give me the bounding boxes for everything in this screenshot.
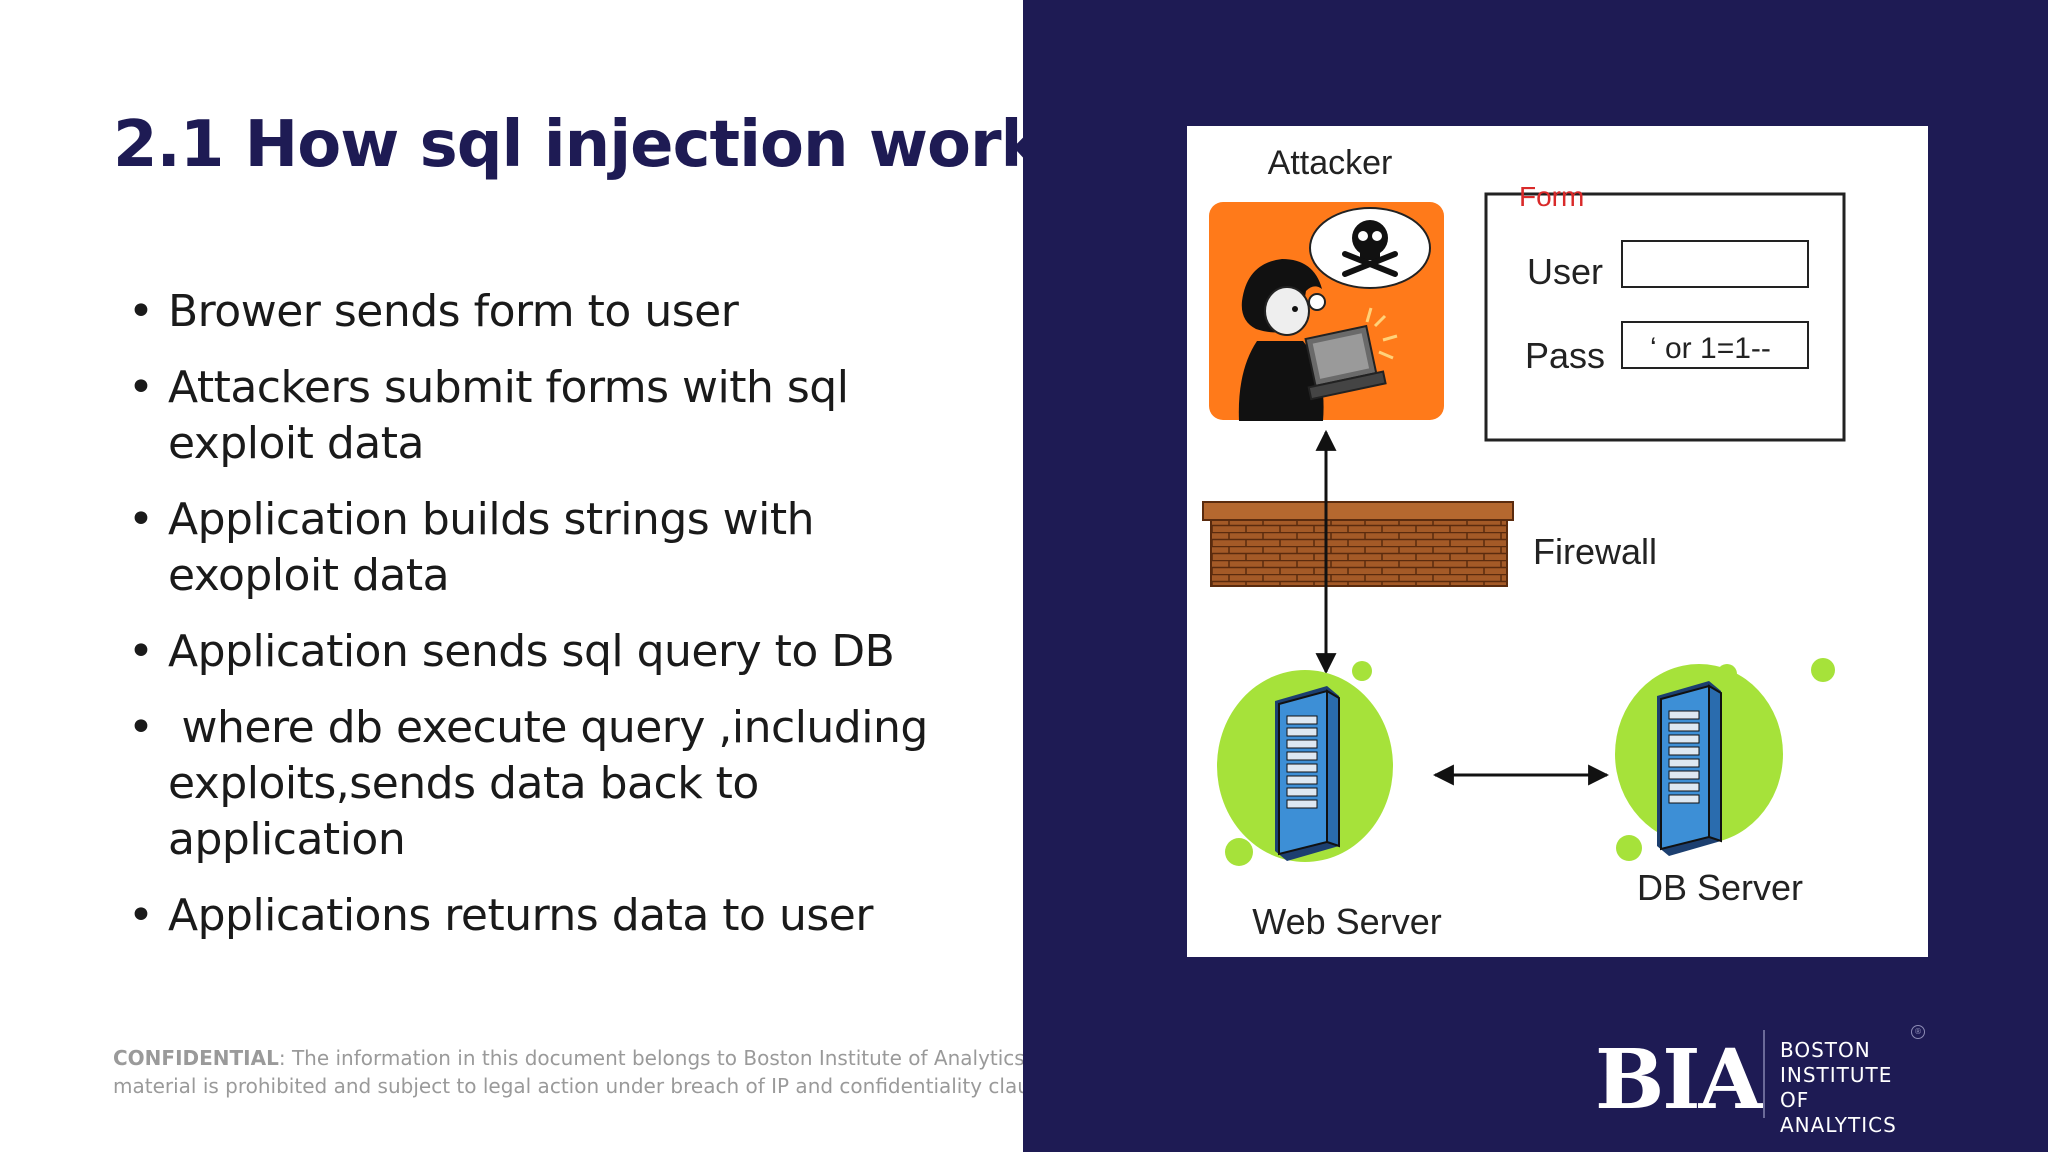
bullet-dot: •	[128, 494, 154, 545]
bullet-item: • where db execute query ,including expl…	[128, 700, 988, 868]
logo-divider	[1763, 1030, 1765, 1118]
bullet-dot: •	[128, 890, 154, 941]
footer-line-1: CONFIDENTIAL: The information in this do…	[113, 1044, 1023, 1072]
footer-line-2: material is prohibited and subject to le…	[113, 1074, 1023, 1098]
form-label: Form	[1519, 181, 1584, 212]
bullet-dot: •	[128, 362, 154, 413]
bullet-text: Application builds strings with exoploit…	[168, 494, 815, 601]
confidential-footer: CONFIDENTIAL: The information in this do…	[113, 1044, 1023, 1100]
content-panel: 2.1 How sql injection works • Brower send…	[0, 0, 1023, 1152]
registered-mark: ®	[1911, 1025, 1925, 1039]
firewall-label: Firewall	[1533, 531, 1657, 572]
web-server-label: Web Server	[1252, 901, 1441, 942]
pass-label: Pass	[1525, 335, 1605, 376]
bullet-text: where db execute query ,including exploi…	[168, 702, 942, 865]
footer-text-1: : The information in this document belon…	[278, 1046, 1023, 1070]
login-form-box	[1484, 192, 1846, 442]
bullet-item: • Application builds strings with exoploi…	[128, 492, 988, 604]
bullet-dot: •	[128, 286, 154, 337]
diagram-canvas: Attacker	[1202, 144, 1846, 942]
db-server-label: DB Server	[1637, 867, 1803, 908]
footer-label: CONFIDENTIAL	[113, 1046, 279, 1070]
logo-wordmark: BOSTON INSTITUTE OF ANALYTICS	[1780, 1038, 1920, 1138]
pass-input	[1621, 321, 1809, 369]
db-server-icon	[1615, 658, 1835, 861]
user-input	[1621, 240, 1809, 288]
web-server-icon	[1217, 661, 1393, 866]
bullet-item: • Applications returns data to user	[128, 888, 988, 944]
bullet-dot: •	[128, 626, 154, 677]
logo-mark: BIA	[1595, 1032, 1762, 1128]
pass-value: ‘ or 1=1--	[1650, 332, 1771, 365]
sql-injection-diagram: Attacker	[1187, 126, 1928, 957]
attacker-icon	[1209, 202, 1444, 421]
bullet-dot: •	[128, 702, 154, 753]
slide-title: 2.1 How sql injection works	[113, 108, 1023, 182]
bullet-text: Applications returns data to user	[168, 890, 873, 941]
firewall-icon	[1202, 501, 1514, 587]
logo-line-1: BOSTON	[1780, 1038, 1871, 1062]
bullet-item: • Application sends sql query to DB	[128, 624, 988, 680]
bia-logo: BIA BOSTON INSTITUTE OF ANALYTICS ®	[1590, 1025, 1925, 1137]
bullet-text: Application sends sql query to DB	[168, 626, 895, 677]
bullet-item: • Attackers submit forms with sql exploit…	[128, 360, 988, 472]
logo-line-3: ANALYTICS	[1780, 1113, 1897, 1137]
bullet-list: • Brower sends form to user • Attackers su…	[128, 284, 988, 964]
user-label: User	[1527, 251, 1603, 292]
bullet-text: Brower sends form to user	[168, 286, 739, 337]
attacker-label: Attacker	[1268, 144, 1393, 182]
logo-line-2: INSTITUTE OF	[1780, 1063, 1893, 1112]
bullet-item: • Brower sends form to user	[128, 284, 988, 340]
bullet-text: Attackers submit forms with sql exploit …	[168, 362, 849, 469]
